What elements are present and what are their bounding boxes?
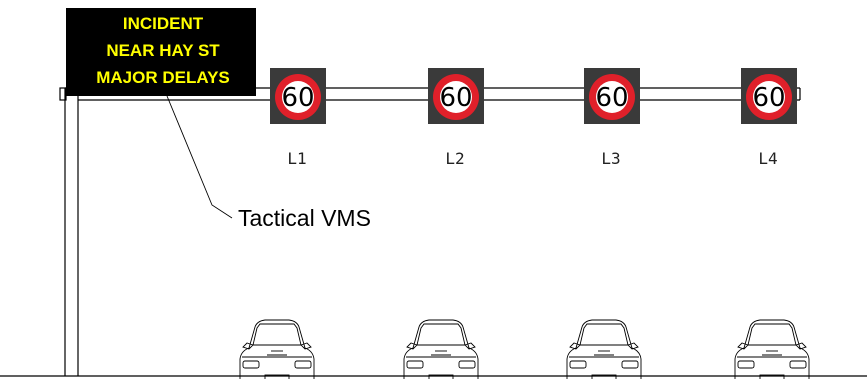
car-rear-icon: [734, 319, 810, 379]
vms-callout: Tactical VMS: [166, 95, 371, 231]
lane-label: L4: [758, 149, 777, 168]
speed-limit-value: 60: [752, 83, 785, 113]
tactical-vms-board: INCIDENT NEAR HAY ST MAJOR DELAYS: [66, 8, 256, 96]
callout-label: Tactical VMS: [238, 205, 371, 231]
speed-sign-l1: 60 L1: [270, 68, 326, 168]
callout-leader-line: [166, 95, 233, 219]
lane-label: L2: [445, 149, 464, 168]
car-rear-icon: [403, 319, 479, 379]
speed-limit-value: 60: [439, 83, 472, 113]
lane-label: L3: [601, 149, 620, 168]
car-rear-icon: [239, 319, 315, 379]
vms-line-3: MAJOR DELAYS: [96, 68, 230, 87]
speed-limit-value: 60: [595, 83, 628, 113]
vms-panel: [66, 8, 256, 96]
vms-line-1: INCIDENT: [123, 14, 204, 33]
vms-line-2: NEAR HAY ST: [106, 41, 220, 60]
gantry-post: [59, 87, 79, 376]
speed-sign-l4: 60 L4: [741, 68, 797, 168]
speed-sign-l3: 60 L3: [584, 68, 640, 168]
lane-label: L1: [287, 149, 306, 168]
car-rear-icon: [566, 319, 642, 379]
speed-sign-l2: 60 L2: [428, 68, 484, 168]
speed-limit-value: 60: [281, 83, 314, 113]
